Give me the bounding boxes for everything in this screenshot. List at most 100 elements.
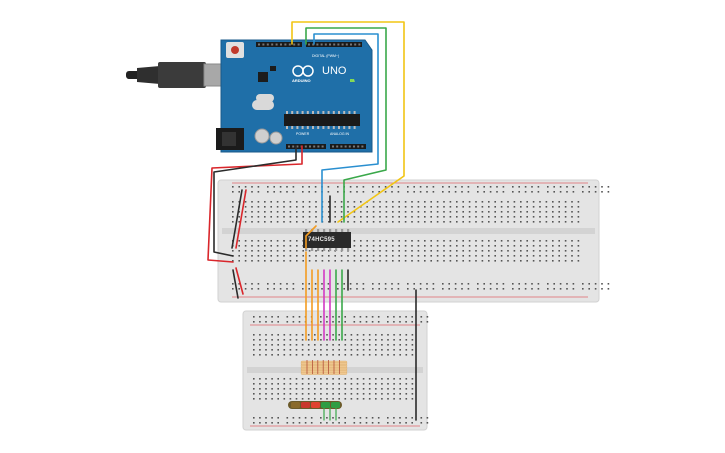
- breadboard-hole: [411, 388, 414, 390]
- breadboard-hole: [385, 240, 388, 242]
- breadboard-hole: [454, 191, 457, 193]
- breadboard-hole: [398, 206, 400, 208]
- shift-register-chip[interactable]: [303, 229, 351, 251]
- breadboard-hole: [347, 216, 349, 218]
- breadboard-hole: [328, 216, 330, 218]
- breadboard-hole: [426, 283, 428, 285]
- breadboard-hole: [553, 186, 555, 188]
- led-bar-graph[interactable]: [288, 401, 342, 409]
- breadboard-hole: [558, 255, 560, 257]
- breadboard-hole: [326, 321, 328, 323]
- breadboard-hole: [359, 316, 362, 318]
- breadboard-hole: [356, 186, 358, 188]
- breadboard-hole: [588, 288, 590, 290]
- breadboard-hole: [398, 245, 400, 247]
- breadboard-hole: [500, 250, 503, 252]
- breadboard-hole: [366, 211, 368, 213]
- breadboard-hole: [251, 191, 253, 193]
- breadboard-hole: [353, 316, 356, 318]
- wire: [235, 189, 247, 249]
- header-pin: [358, 43, 361, 46]
- breadboard-hole: [375, 344, 377, 346]
- breadboard-hole: [607, 191, 610, 193]
- breadboard-hole: [332, 378, 334, 380]
- wire: [231, 189, 243, 249]
- breadboard-hole: [502, 191, 505, 193]
- breadboard-hole: [334, 201, 336, 203]
- breadboard-hole: [558, 260, 560, 262]
- breadboard-hole: [289, 344, 292, 346]
- breadboard-hole: [307, 383, 310, 385]
- breadboard-hole: [332, 349, 334, 351]
- breadboard-hole: [259, 422, 261, 424]
- breadboard-hole: [477, 191, 479, 193]
- breadboard-hole: [270, 260, 272, 262]
- breadboard-hole: [289, 221, 292, 223]
- breadboard-hole: [251, 288, 253, 290]
- breadboard-hole: [397, 186, 400, 188]
- breadboard-hole: [276, 240, 279, 242]
- breadboard-hole: [314, 334, 316, 336]
- breadboard-hole: [362, 334, 365, 336]
- breadboard-hole: [273, 186, 275, 188]
- breadboard-hole: [320, 334, 322, 336]
- breadboard-hole: [344, 349, 347, 351]
- breadboard-hole: [332, 339, 334, 341]
- breadboard-hole: [456, 221, 458, 223]
- breadboard-hole: [253, 417, 255, 419]
- breadboard-hole: [532, 255, 535, 257]
- breadboard-hole: [271, 339, 273, 341]
- resistor-array[interactable]: [300, 360, 348, 375]
- breadboard-hole: [393, 334, 395, 336]
- breadboard-hole: [259, 388, 261, 390]
- breadboard-hole: [488, 245, 490, 247]
- breadboard-hole: [430, 201, 432, 203]
- breadboard-hole: [296, 250, 298, 252]
- breadboard-hole: [359, 417, 362, 419]
- wires[interactable]: [207, 21, 417, 421]
- breadboard-hole: [356, 398, 359, 400]
- breadboard-hole: [360, 201, 362, 203]
- breadboard-hole: [539, 216, 541, 218]
- breadboard-hole: [420, 422, 423, 424]
- breadboard-hole: [257, 191, 260, 193]
- breadboard-hole: [338, 344, 340, 346]
- breadboard-hole: [531, 283, 533, 285]
- breadboard-hole: [381, 349, 383, 351]
- breadboard-hole: [520, 206, 522, 208]
- main-breadboard[interactable]: [217, 179, 610, 303]
- breadboard-hole: [301, 383, 304, 385]
- breadboard-hole: [347, 201, 349, 203]
- arduino-uno-board[interactable]: [216, 39, 373, 153]
- wire: [213, 145, 297, 257]
- breadboard-hole: [494, 245, 496, 247]
- breadboard-hole: [271, 393, 273, 395]
- breadboard-hole: [405, 378, 408, 380]
- breadboard-hole: [365, 417, 368, 419]
- breadboard-hole: [456, 255, 458, 257]
- usb-cable[interactable]: [126, 62, 231, 88]
- digital-header-high[interactable]: [256, 42, 302, 47]
- breadboard-hole: [283, 378, 286, 380]
- breadboard-hole: [378, 283, 380, 285]
- breadboard-hole: [368, 344, 371, 346]
- breadboard-hole: [430, 250, 432, 252]
- ic-pin: [341, 229, 344, 232]
- breadboard-hole: [238, 211, 240, 213]
- breadboard-hole: [265, 398, 267, 400]
- header-pin: [275, 43, 278, 46]
- breadboard-hole: [564, 240, 567, 242]
- led-segment: [331, 402, 340, 408]
- breadboard-hole: [251, 250, 253, 252]
- breadboard-hole: [572, 288, 575, 290]
- breadboard-hole: [405, 339, 408, 341]
- breadboard-hole: [326, 417, 328, 419]
- analog-header[interactable]: [330, 144, 366, 149]
- breadboard-hole: [399, 321, 401, 323]
- breadboard-hole: [328, 211, 330, 213]
- header-pin: [329, 43, 331, 46]
- breadboard-hole: [267, 283, 269, 285]
- breadboard-hole: [545, 211, 548, 213]
